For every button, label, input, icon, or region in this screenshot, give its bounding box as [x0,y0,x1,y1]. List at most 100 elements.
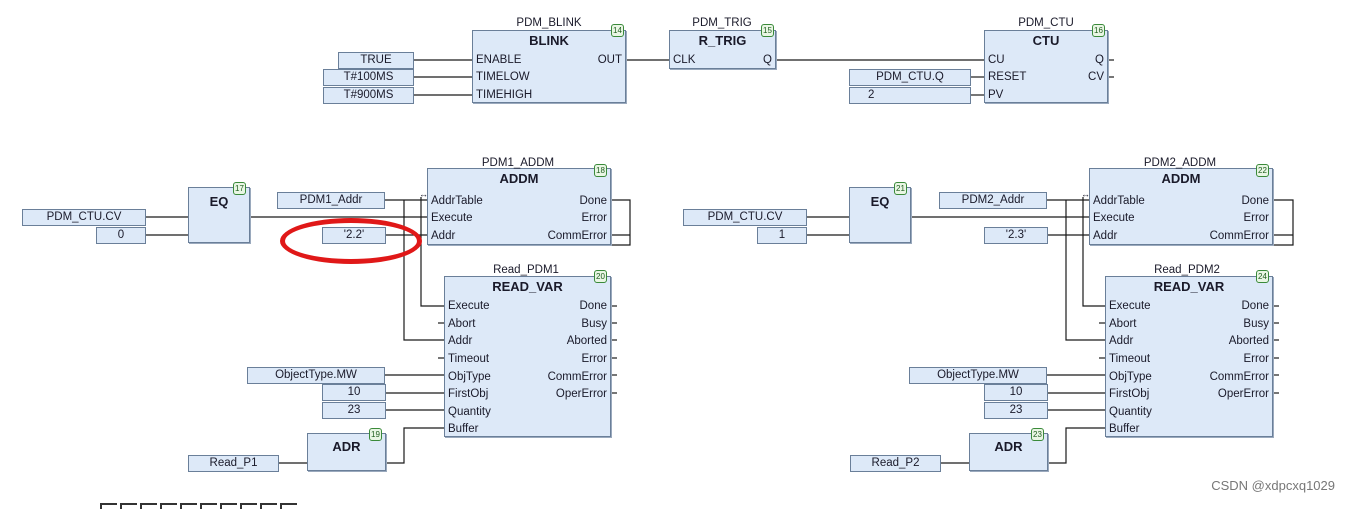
fb-instance-name: Read_PDM2 [1154,264,1220,276]
input-objtype[interactable]: ObjectType.MW [909,367,1047,384]
input-ctu-cv[interactable]: PDM_CTU.CV [22,209,146,226]
pin-error: Error [581,212,607,224]
pin-done: Done [1241,300,1270,312]
input-zero[interactable]: 0 [96,227,146,244]
pin-quantity: Quantity [448,406,491,418]
input-pv[interactable]: 2 [849,87,971,104]
input-ctu-q[interactable]: PDM_CTU.Q [849,69,971,86]
pin-buffer: Buffer [1109,423,1140,435]
fb-instance-name: PDM_BLINK [516,17,582,29]
input-objtype[interactable]: ObjectType.MW [247,367,385,384]
fb-rtrig[interactable]: R_TRIG CLK Q [669,30,776,69]
fb-type: CTU [1032,33,1060,48]
bidirectional-marker: ↔ [1081,189,1090,199]
fb-type: READ_VAR [1153,279,1225,294]
input-read-p2[interactable]: Read_P2 [850,455,941,472]
pin-enable: ENABLE [476,54,522,66]
pin-cu: CU [988,54,1005,66]
pin-done: Done [579,300,608,312]
fb-eq[interactable]: EQ [849,187,911,243]
fb-number-badge: 23 [1031,428,1044,441]
pin-execute: Execute [431,212,473,224]
pin-commerror: CommError [547,230,607,242]
input-ctu-cv[interactable]: PDM_CTU.CV [683,209,807,226]
wire [386,427,445,464]
red-highlight-circle [280,218,422,264]
input-pdm1-addr[interactable]: PDM1_Addr [277,192,385,209]
fb-blink[interactable]: BLINK ENABLE TIMELOW TIMEHIGH OUT [472,30,626,103]
input-quantity[interactable]: 23 [322,402,386,419]
fb-number-badge: 14 [611,24,624,37]
pin-error: Error [1243,353,1269,365]
fb-addm[interactable]: ADDM AddrTable Execute Addr Done Error C… [427,168,611,245]
fb-instance-name: PDM1_ADDM [481,157,555,169]
fb-type: READ_VAR [492,279,563,294]
input-firstobj[interactable]: 10 [984,384,1048,401]
fb-number-badge: 15 [761,24,774,37]
pin-execute: Execute [1093,212,1135,224]
fb-type: EQ [870,194,890,209]
pin-abort: Abort [448,318,476,330]
input-quantity[interactable]: 23 [984,402,1048,419]
pin-reset: RESET [988,71,1027,83]
input-read-p1[interactable]: Read_P1 [188,455,279,472]
fb-number-badge: 18 [594,164,607,177]
pin-error: Error [1243,212,1269,224]
fb-addm[interactable]: ADDM AddrTable Execute Addr Done Error C… [1089,168,1273,245]
input-one[interactable]: 1 [757,227,807,244]
fb-read-var[interactable]: READ_VAR Execute Abort Addr Timeout ObjT… [444,276,611,437]
fb-number-badge: 17 [233,182,246,195]
pin-clk: CLK [673,54,696,66]
wire [1082,197,1106,307]
fb-type: R_TRIG [698,33,747,48]
fb-number-badge: 19 [369,428,382,441]
pin-timehigh: TIMEHIGH [476,89,533,101]
fb-number-badge: 21 [894,182,907,195]
pin-addr: Addr [448,335,473,347]
fb-ctu[interactable]: CTU CU RESET PV Q CV [984,30,1108,103]
wire [420,197,445,307]
wire [611,199,631,246]
fb-eq[interactable]: EQ [188,187,250,243]
fb-instance-name: PDM_TRIG [692,17,752,29]
pin-aborted: Aborted [566,335,607,347]
input-addr-string[interactable]: '2.3' [984,227,1048,244]
bidirectional-marker: ↔ [419,189,428,199]
fb-type: ADDM [499,171,539,186]
input-timelow[interactable]: T#100MS [323,69,414,86]
fb-instance-name: PDM_CTU [1018,17,1074,29]
fb-type: ADR [994,439,1023,454]
fb-type: ADR [332,439,361,454]
pin-abort: Abort [1109,318,1137,330]
fb-instance-name: PDM2_ADDM [1143,157,1217,169]
pin-pv: PV [988,89,1004,101]
pin-opererror: OperError [555,388,607,400]
pin-aborted: Aborted [1228,335,1269,347]
pin-busy: Busy [581,318,607,330]
fb-read-var[interactable]: READ_VAR Execute Abort Addr Timeout ObjT… [1105,276,1273,437]
input-timehigh[interactable]: T#900MS [323,87,414,104]
pin-firstobj: FirstObj [448,388,489,400]
input-firstobj[interactable]: 10 [322,384,386,401]
pin-cv: CV [1088,71,1104,83]
pin-execute: Execute [448,300,490,312]
fb-type: BLINK [529,33,569,48]
pin-objtype: ObjType [448,371,491,383]
pin-q: Q [1095,54,1104,66]
pin-out: OUT [597,54,622,66]
pin-execute: Execute [1109,300,1151,312]
input-pdm2-addr[interactable]: PDM2_Addr [939,192,1047,209]
pin-q: Q [763,54,772,66]
fb-instance-name: Read_PDM1 [493,264,559,276]
pin-objtype: ObjType [1109,371,1152,383]
pin-error: Error [581,353,607,365]
input-true[interactable]: TRUE [338,52,414,69]
pin-addr: Addr [1093,230,1118,242]
csdn-watermark: CSDN @xdpcxq1029 [1211,478,1335,493]
pin-addrtable: AddrTable [1093,195,1145,207]
wire [1048,427,1106,464]
pin-commerror: CommError [547,371,607,383]
pin-done: Done [579,195,608,207]
pin-addr: Addr [1109,335,1134,347]
pin-quantity: Quantity [1109,406,1152,418]
